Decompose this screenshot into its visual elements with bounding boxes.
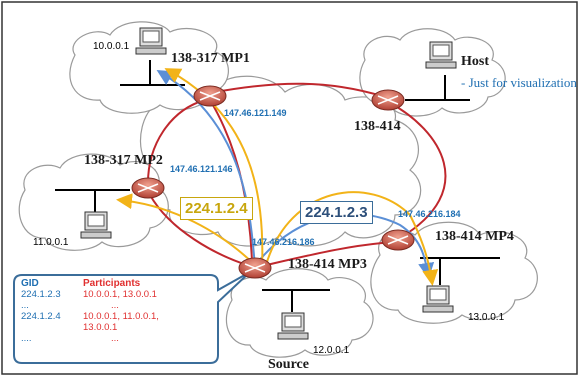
computer-icon (422, 285, 454, 313)
interface-ip-mp4: 147.46.216.184 (398, 209, 461, 219)
host-ip-top-left: 10.0.0.1 (93, 41, 130, 52)
table-row: ... ... (13, 300, 207, 311)
physical-links (147, 82, 447, 267)
participants-cell: 13.0.0.1 (83, 322, 118, 333)
lan-segments (55, 60, 500, 312)
group-label-224-1-2-3: 224.1.2.3 (300, 201, 373, 224)
group-label-224-1-2-4: 224.1.2.4 (180, 197, 253, 220)
table-row: 13.0.0.1 (13, 322, 207, 333)
col-participants: Participants (83, 278, 141, 289)
cloud-shape (370, 221, 538, 324)
router-icon (381, 229, 415, 251)
gid-cell: ... (21, 300, 29, 311)
host-ip-source: 12.0.0.1 (313, 345, 350, 356)
multicast-flow-224-1-2-3 (156, 69, 435, 279)
gid-cell: .... (21, 333, 32, 344)
table-header: GID Participants (13, 278, 207, 289)
gid-cell (13, 322, 83, 333)
table-row: 224.1.2.4 10.0.0.1, 11.0.0.1, (13, 311, 207, 322)
host-legend-title: Host (461, 54, 489, 69)
router-label-mp2: 138-317 MP2 (84, 153, 163, 168)
participants-cell: ... (111, 300, 119, 311)
participants-cell: ... (111, 333, 119, 344)
router-icon (371, 89, 405, 111)
multicast-flow-224-1-2-4 (116, 68, 439, 286)
computer-icon (80, 211, 112, 239)
host-legend-note: - Just for visualization (461, 75, 577, 90)
gid-cell: 224.1.2.4 (21, 311, 61, 322)
computer-icon (425, 41, 457, 69)
interface-ip-mp2: 147.46.121.146 (170, 164, 233, 174)
participants-cell: 10.0.0.1, 13.0.0.1 (83, 289, 157, 300)
participants-table: GID Participants 224.1.2.3 10.0.0.1, 13.… (13, 278, 207, 344)
router-icon (131, 177, 165, 199)
host-ip-bottom-right: 13.0.0.1 (468, 312, 505, 323)
table-row: .... ... (13, 333, 207, 344)
interface-ip-mp3: 147.46.216.186 (252, 237, 315, 247)
router-label-mp1: 138-317 MP1 (171, 51, 250, 66)
computer-icon (277, 312, 309, 340)
router-icon (238, 257, 272, 279)
router-label-mp3: 138-414 MP3 (288, 257, 367, 272)
interface-ip-mp1: 147.46.121.149 (224, 108, 287, 118)
table-row: 224.1.2.3 10.0.0.1, 13.0.0.1 (13, 289, 207, 300)
router-icon (193, 85, 227, 107)
router-label-host: 138-414 (354, 119, 401, 134)
router-label-mp4: 138-414 MP4 (435, 229, 514, 244)
host-ip-left: 11.0.0.1 (33, 237, 69, 248)
col-gid: GID (21, 278, 39, 289)
computer-icon (135, 27, 167, 55)
gid-cell: 224.1.2.3 (21, 289, 61, 300)
participants-cell: 10.0.0.1, 11.0.0.1, (83, 311, 159, 322)
participants-callout (13, 271, 251, 364)
source-label: Source (268, 357, 309, 372)
